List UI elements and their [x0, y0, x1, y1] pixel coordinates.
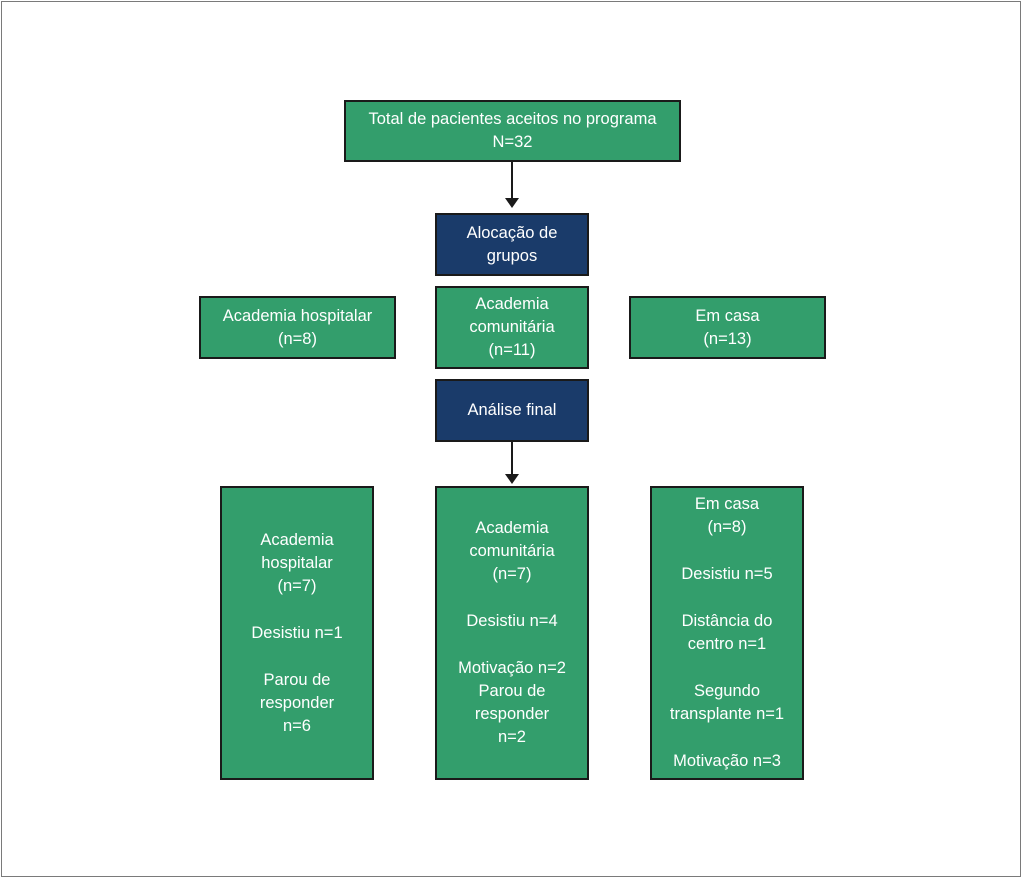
- final-community-box: Academia comunitária (n=7) Desistiu n=4 …: [435, 486, 589, 780]
- final-home-box: Em casa (n=8) Desistiu n=5 Distância do …: [650, 486, 804, 780]
- final-hospital-reason-1: Parou de: [263, 670, 331, 689]
- group-home-count: (n=13): [703, 329, 752, 348]
- final-community-label-1: Academia: [475, 519, 549, 537]
- final-community-reason-2c: n=2: [498, 728, 526, 746]
- group-home-label: Em casa: [695, 306, 760, 325]
- final-hospital-label-2: hospitalar: [261, 553, 333, 572]
- arrow-head-2: [505, 474, 519, 484]
- final-hospital-dropout: Desistiu n=1: [251, 623, 343, 642]
- final-analysis-label: Análise final: [467, 401, 557, 419]
- final-home-reason-3: Motivação n=3: [673, 752, 781, 770]
- arrow-final-to-results: [511, 442, 513, 477]
- final-community-reason-motivation: Motivação n=2: [458, 659, 566, 677]
- final-analysis-box: Análise final: [435, 379, 589, 442]
- group-community-count: (n=11): [488, 341, 536, 359]
- final-hospital-box: Academia hospitalar (n=7) Desistiu n=1 P…: [220, 486, 374, 780]
- group-home-box: Em casa (n=13): [629, 296, 826, 359]
- final-community-reason-2b: responder: [474, 705, 550, 723]
- final-community-label-2: comunitária: [469, 542, 555, 560]
- final-home-label: Em casa: [694, 495, 760, 513]
- final-hospital-reason-2: responder: [259, 693, 335, 712]
- final-home-reason-1a: Distância do: [681, 612, 773, 630]
- final-home-count: (n=8): [707, 518, 747, 536]
- group-community-label-1: Academia: [475, 295, 549, 313]
- allocation-box: Alocação de grupos: [435, 213, 589, 276]
- final-home-reason-2a: Segundo: [693, 682, 761, 700]
- final-hospital-reason-3: n=6: [283, 716, 311, 735]
- total-patients-count: N=32: [492, 133, 533, 151]
- final-community-count: (n=7): [492, 565, 532, 583]
- final-home-reason-2b: transplante n=1: [669, 705, 785, 723]
- total-patients-box: Total de pacientes aceitos no programa N…: [344, 100, 681, 162]
- arrow-total-to-allocation: [511, 162, 513, 200]
- group-hospital-label: Academia hospitalar: [222, 306, 373, 325]
- final-hospital-label-1: Academia: [260, 530, 334, 549]
- final-hospital-count: (n=7): [277, 576, 317, 595]
- allocation-label-1: Alocação de: [466, 223, 558, 242]
- final-home-dropout: Desistiu n=5: [681, 565, 773, 583]
- group-hospital-count: (n=8): [278, 329, 317, 348]
- total-patients-label: Total de pacientes aceitos no programa: [368, 110, 657, 128]
- group-community-label-2: comunitária: [469, 318, 555, 336]
- allocation-label-2: grupos: [486, 246, 538, 265]
- group-community-box: Academia comunitária (n=11): [435, 286, 589, 369]
- final-community-reason-2a: Parou de: [478, 682, 546, 700]
- final-community-dropout: Desistiu n=4: [466, 612, 558, 630]
- group-hospital-box: Academia hospitalar (n=8): [199, 296, 396, 359]
- arrow-head-1: [505, 198, 519, 208]
- final-home-reason-1b: centro n=1: [687, 635, 767, 653]
